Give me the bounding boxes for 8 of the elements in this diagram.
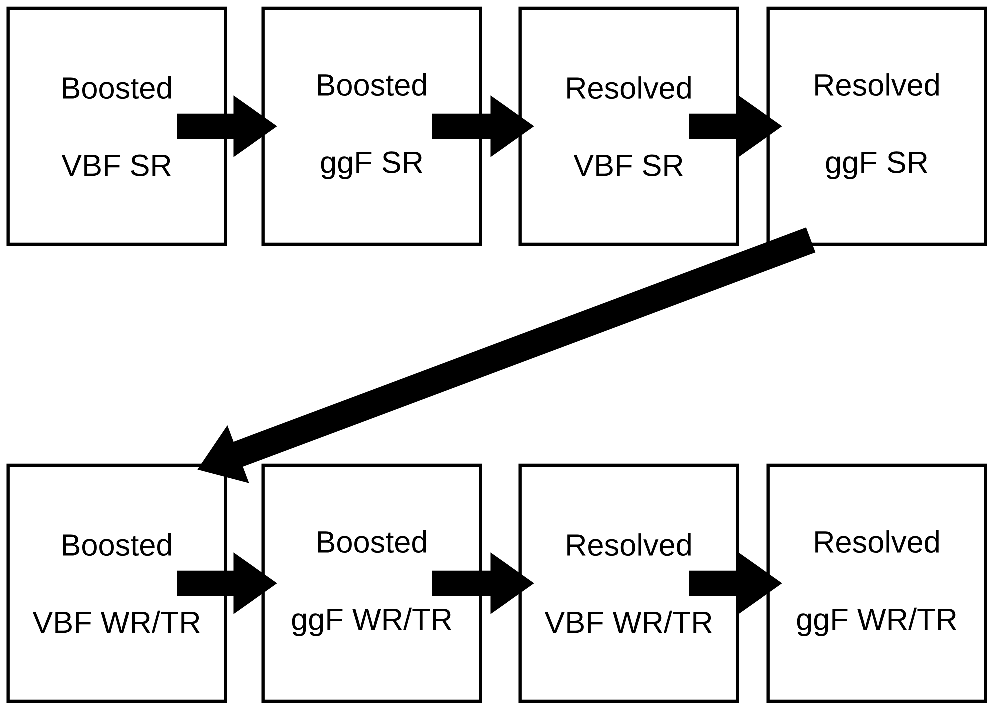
region-box: Boosted VBF WR/TR	[6, 464, 228, 704]
region-box: Resolved VBF SR	[518, 6, 740, 246]
region-box: Boosted VBF SR	[6, 6, 228, 246]
region-box: Resolved ggF SR	[766, 6, 988, 246]
region-box: Resolved VBF WR/TR	[518, 464, 740, 704]
region-box: Resolved ggF WR/TR	[766, 464, 988, 704]
region-box: Boosted ggF WR/TR	[262, 464, 482, 704]
region-box: Boosted ggF SR	[262, 6, 482, 246]
